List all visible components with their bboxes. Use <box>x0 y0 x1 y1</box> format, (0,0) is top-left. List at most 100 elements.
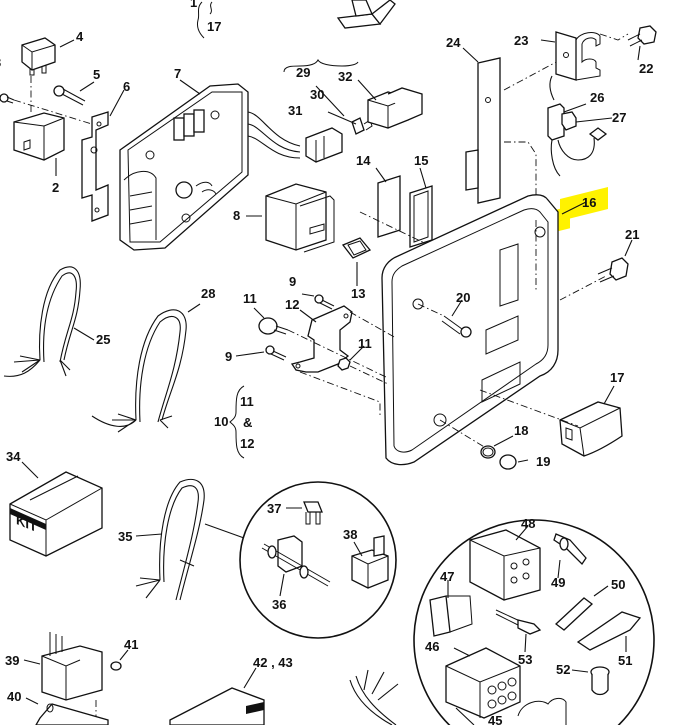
rocker-switch-part-17 <box>479 389 623 457</box>
brace-29 <box>283 58 359 73</box>
plate-part-24 <box>465 57 561 204</box>
callout-19: 19 <box>536 454 551 469</box>
callout-35: 35 <box>118 529 133 544</box>
callout-10-item-12: 12 <box>240 436 255 451</box>
callout-3: 3 <box>0 56 1 69</box>
lock-part-45 <box>517 697 567 725</box>
nut-part-41 <box>110 661 122 671</box>
connector-part-48 <box>469 529 541 601</box>
sleeve-part-50 <box>554 597 594 631</box>
harness-part-28 <box>91 309 187 433</box>
callout-1: 1 <box>190 0 198 10</box>
plug-part-19 <box>499 454 517 470</box>
callout-5: 5 <box>93 67 101 82</box>
callout-30: 30 <box>310 87 325 102</box>
callout-22: 22 <box>639 61 654 76</box>
callout-48: 48 <box>521 516 536 531</box>
brace-10 <box>229 385 245 459</box>
switch-part-8 <box>265 183 335 253</box>
callout-28: 28 <box>201 286 216 301</box>
callout-17: 17 <box>610 370 625 385</box>
screw-part-9-b <box>265 345 287 361</box>
callout-29: 29 <box>296 65 311 80</box>
detail-circle-connector <box>413 519 655 725</box>
callout-46: 46 <box>425 639 440 654</box>
callout-8: 8 <box>233 208 241 223</box>
callout-21: 21 <box>625 227 640 242</box>
callout-36: 36 <box>272 597 287 612</box>
callout-27: 27 <box>612 110 627 125</box>
callout-45: 45 <box>488 713 503 728</box>
kit-box-part-34 <box>9 471 103 557</box>
callout-14: 14 <box>356 153 371 168</box>
callout-41: 41 <box>124 637 139 652</box>
harness-partial <box>349 669 399 725</box>
callout-10: 10 <box>214 414 229 429</box>
callout-7: 7 <box>174 66 182 81</box>
seal-part-52 <box>590 666 610 696</box>
callout-18: 18 <box>514 423 529 438</box>
callout-24: 24 <box>446 35 461 50</box>
connector-part-46 <box>445 647 521 719</box>
fuse-part-37 <box>303 501 323 525</box>
callout-17-top: 17 <box>207 19 222 34</box>
screw-part-21 <box>597 257 629 283</box>
callout-16: 16 <box>582 195 597 210</box>
relay-part-38 <box>351 535 389 589</box>
callout-12: 12 <box>285 297 300 312</box>
callout-20: 20 <box>456 290 471 305</box>
callout-47: 47 <box>440 569 455 584</box>
bracket-part-40 <box>35 703 109 725</box>
top-partial-part <box>336 0 396 29</box>
callout-4: 4 <box>76 29 84 44</box>
callout-9-b: 9 <box>225 349 233 364</box>
terminal-part-51 <box>576 611 642 651</box>
callout-50: 50 <box>611 577 626 592</box>
callout-40: 40 <box>7 689 22 704</box>
gasket-part-14 <box>377 175 401 238</box>
terminal-part-53 <box>495 609 542 635</box>
relay-socket-part-2 <box>13 112 65 161</box>
callout-32: 32 <box>338 69 353 84</box>
fuse-cap-part-27 <box>561 111 577 131</box>
callout-2: 2 <box>52 180 60 195</box>
callout-37: 37 <box>267 501 282 516</box>
callout-10-ampersand: & <box>243 415 253 430</box>
callout-34: 34 <box>6 449 21 464</box>
detail-circle-fuse-relay <box>239 481 397 639</box>
connector-part-32 <box>367 87 423 129</box>
screw-part-22 <box>627 25 657 47</box>
callout-51: 51 <box>618 653 633 668</box>
screw-part-20 <box>417 303 472 338</box>
fuse-holder-part-36 <box>261 535 331 587</box>
screw-part-5 <box>53 85 86 106</box>
callout-49: 49 <box>551 575 566 590</box>
harness-part-35 <box>135 478 245 601</box>
callout-9-a: 9 <box>289 274 297 289</box>
screw-part-9-a <box>314 294 335 310</box>
screw-part-3 <box>0 93 96 126</box>
seal-part-47 <box>429 595 473 637</box>
callout-26: 26 <box>590 90 605 105</box>
transformer-part-39 <box>41 632 103 725</box>
brace-1-17 <box>197 1 213 39</box>
callout-52: 52 <box>556 662 571 677</box>
connector-part-31 <box>247 111 343 163</box>
callout-53: 53 <box>518 652 533 667</box>
module-part-7 <box>119 83 249 251</box>
callout-11-a: 11 <box>243 291 257 306</box>
callout-10-item-11: 11 <box>240 394 254 409</box>
bracket-part-12 <box>287 305 397 416</box>
callout-23: 23 <box>514 33 529 48</box>
bracket-part-6 <box>81 111 109 222</box>
callout-39: 39 <box>5 653 20 668</box>
callout-31: 31 <box>288 103 303 118</box>
nut-part-11-b <box>337 357 389 385</box>
relay-part-4 <box>21 37 56 112</box>
callout-25: 25 <box>96 332 111 347</box>
callout-13: 13 <box>351 286 366 301</box>
o-ring-part-18 <box>439 419 496 459</box>
callout-38: 38 <box>343 527 358 542</box>
harness-part-25 <box>3 266 81 377</box>
